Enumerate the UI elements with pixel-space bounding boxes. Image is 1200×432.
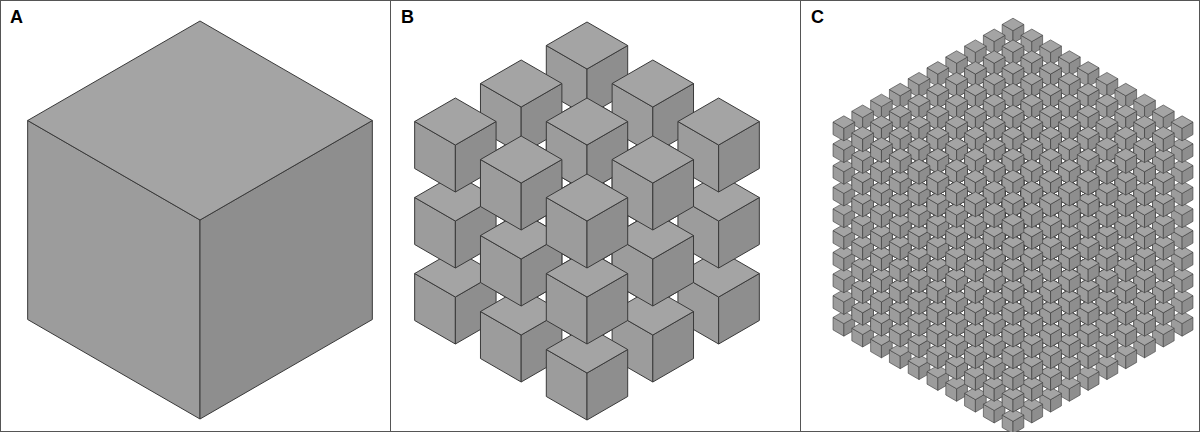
cube-face <box>889 83 911 96</box>
cube-face <box>612 60 693 107</box>
cube-face <box>612 136 693 183</box>
cube-face <box>1021 29 1043 42</box>
cube-face <box>983 51 1005 64</box>
cube-face <box>1040 83 1062 96</box>
cube-face <box>965 83 987 96</box>
cube-face <box>678 98 759 145</box>
cube-face <box>927 83 949 96</box>
cube-face <box>1115 83 1137 96</box>
cube-face <box>927 62 949 75</box>
cube-face <box>1040 62 1062 75</box>
cube-face <box>415 98 496 145</box>
cube-face <box>1002 83 1024 96</box>
cube-face <box>908 72 930 85</box>
cube-face <box>1002 40 1024 53</box>
cube-face <box>480 60 561 107</box>
cube-face <box>1077 62 1099 75</box>
cube-face <box>546 174 627 221</box>
cube-face <box>546 98 627 145</box>
panel-divider <box>800 0 801 432</box>
cube-face <box>983 29 1005 42</box>
cube-face <box>546 22 627 69</box>
cube-array-3 <box>415 22 760 420</box>
panel-divider <box>390 0 391 432</box>
cube-face <box>1021 72 1043 85</box>
cube-face <box>28 21 373 220</box>
cube-face <box>946 51 968 64</box>
cube-face <box>965 40 987 53</box>
cube-face <box>965 62 987 75</box>
cube-face <box>983 72 1005 85</box>
cube-face <box>1021 51 1043 64</box>
cube-face <box>946 72 968 85</box>
cube-face <box>1059 72 1081 85</box>
cube-face <box>1059 51 1081 64</box>
cube-face <box>1040 40 1062 53</box>
cube-face <box>1002 62 1024 75</box>
cube-face <box>1002 18 1024 31</box>
cube-face <box>1096 72 1118 85</box>
cube-array-10 <box>833 18 1193 432</box>
cube-face <box>1077 83 1099 96</box>
cube-face <box>480 136 561 183</box>
solid-cube <box>28 21 373 419</box>
